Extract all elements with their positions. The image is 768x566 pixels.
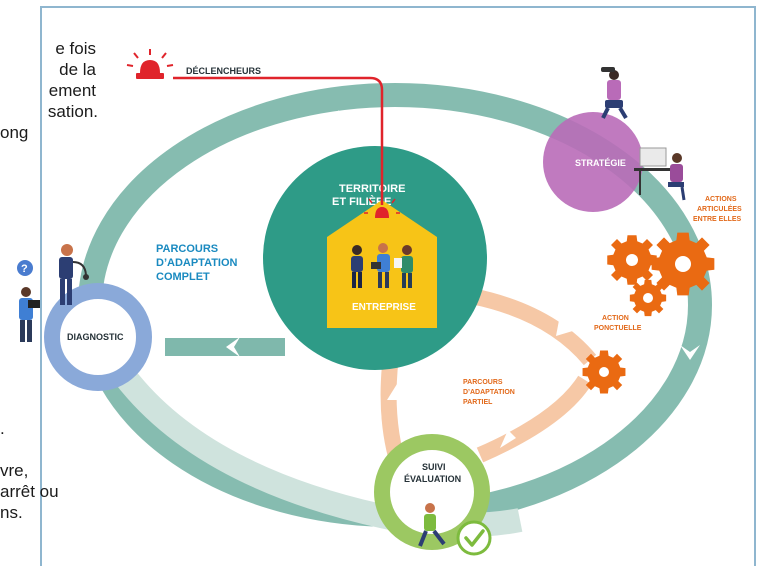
action-ponctuelle-line-2: PONCTUELLE (594, 325, 642, 332)
intro-text-line-4: sation. (47, 102, 98, 121)
parcours-complet-line-3: COMPLET (156, 271, 210, 283)
outro-text-line-4: ns. (0, 503, 23, 522)
suivi-label-line-2: ÉVALUATION (404, 474, 461, 484)
question-icon (17, 260, 33, 276)
actions-articulees-line-1: ACTIONS (705, 196, 737, 203)
check-circle-icon (456, 520, 492, 556)
parcours-complet-line-2: D’ADAPTATION (156, 257, 238, 269)
suivi-label-line-1: SUIVI (422, 462, 446, 472)
declencheurs-line (173, 76, 384, 205)
intro-text-line-5: ong (0, 123, 29, 142)
intro-text-line-1: e fois (55, 39, 96, 58)
declencheurs-label: DÉCLENCHEURS (186, 66, 261, 76)
territoire-label-line-1: TERRITOIRE (339, 183, 405, 195)
suivi-evaluation-circle (374, 434, 490, 550)
arrow-to-diagnostic-chevron (226, 337, 240, 357)
lookout-person-illustration (601, 67, 628, 120)
parcours-partiel-line-1: PARCOURS (463, 379, 503, 386)
evaluator-person-illustration (418, 503, 446, 547)
diagnostic-circle (44, 283, 152, 391)
parcours-partiel-line-2: D’ADAPTATION (463, 389, 515, 396)
action-ponctuelle-line-1: ACTION (602, 315, 629, 322)
intro-text-line-2: de la (59, 60, 96, 79)
person-laptop-illustration (19, 287, 40, 342)
siren-icon (126, 49, 174, 79)
outro-text-line-2: vre, (0, 461, 29, 480)
parcours-partiel-line-3: PARTIEL (463, 399, 493, 406)
strategie-circle (543, 112, 643, 212)
team-people-illustration (351, 243, 413, 288)
desk-worker-illustration (634, 147, 686, 201)
entreprise-label: ENTREPRISE (352, 302, 416, 313)
diagram-frame (40, 6, 756, 566)
parcours-complet-line-1: PARCOURS (156, 243, 218, 255)
consultant-illustration (59, 244, 89, 305)
actions-articulees-line-3: ENTRE ELLES (693, 216, 742, 223)
intro-text-line-3: ement (48, 81, 96, 100)
strategie-label: STRATÉGIE (575, 158, 626, 168)
question-mark: ? (21, 263, 28, 275)
actions-articulees-line-2: ARTICULÉES (697, 204, 742, 213)
outro-text-line-3: arrêt ou (0, 482, 59, 501)
outro-text-line-1: . (0, 419, 5, 438)
diagnostic-label: DIAGNOSTIC (67, 332, 124, 342)
